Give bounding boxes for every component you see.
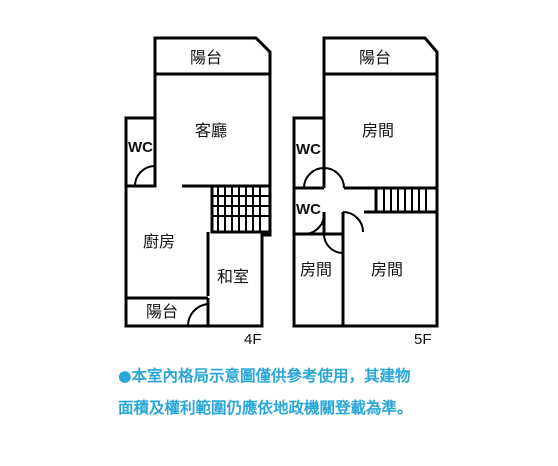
door-swing-bedroom-small-5f [323, 233, 344, 254]
room-label-balcony-top-5f: 陽台 [359, 48, 391, 67]
room-label-bedroom-top-5f: 房間 [362, 121, 394, 140]
floor-plan-5f [292, 36, 439, 328]
floor-label-5f: 5F [414, 331, 432, 348]
door-swing-balcony-4f [186, 303, 209, 327]
staircase-5f [364, 186, 437, 214]
outer-wall-5f [292, 36, 439, 328]
floor-label-4f: 4F [244, 331, 262, 348]
disclaimer-line-1: ●本室內格局示意圖僅供參考使用，其建物 [118, 364, 538, 386]
door-swing-wc-upper-5f [303, 167, 325, 189]
room-label-wc-upper-5f: WC [296, 141, 321, 158]
disclaimer-text-2: 面積及權利範圍仍應依地政機關登載為準。 [118, 399, 413, 417]
door-swing-bedroom-right-5f [342, 211, 364, 233]
room-label-balcony-bottom-4f: 陽台 [146, 302, 178, 321]
room-label-kitchen-4f: 廚房 [143, 232, 175, 251]
disclaimer-bullet: ● [118, 367, 132, 385]
room-label-balcony-top-4f: 陽台 [190, 48, 222, 67]
room-label-japanese-room-4f: 和室 [217, 267, 249, 286]
room-label-wc-lower-5f: WC [296, 201, 321, 218]
outer-wall-4f [124, 36, 272, 328]
door-swing-wc-4f [133, 165, 156, 187]
door-swing-bedroom-top-5f [323, 167, 345, 189]
room-label-bedroom-small-5f: 房間 [300, 260, 332, 279]
staircase-4f [182, 184, 270, 234]
disclaimer-text-1: 本室內格局示意圖僅供參考使用，其建物 [131, 367, 411, 385]
room-label-living-room-4f: 客廳 [195, 121, 227, 140]
room-label-wc-4f: WC [128, 139, 153, 156]
floor-plan-4f [124, 36, 272, 328]
door-swing-wc-lower-5f [303, 211, 326, 236]
room-label-bedroom-right-5f: 房間 [371, 260, 403, 279]
disclaimer-line-2: 面積及權利範圍仍應依地政機關登載為準。 [118, 396, 538, 418]
